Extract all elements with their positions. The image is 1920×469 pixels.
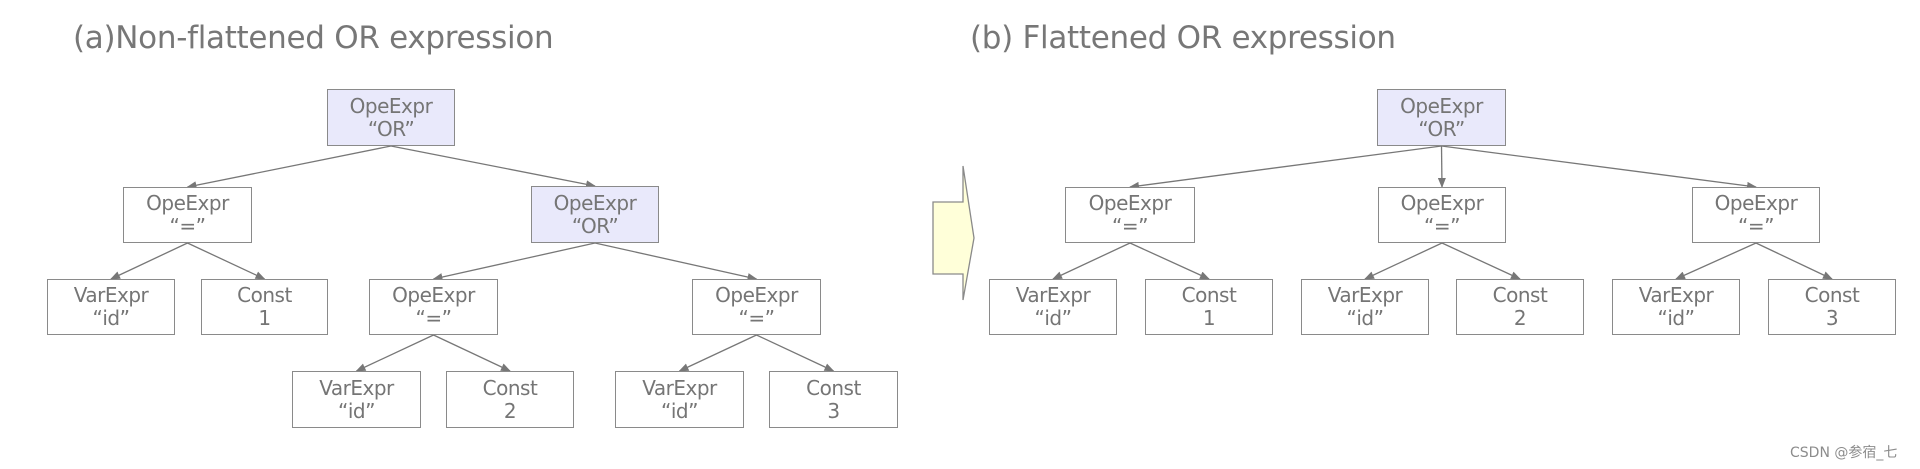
node-type: Const bbox=[1804, 283, 1860, 307]
node-type: OpeExpr bbox=[1714, 191, 1798, 215]
tree-node-var: VarExpr “id” bbox=[989, 279, 1117, 335]
node-value: “=” bbox=[415, 306, 452, 330]
tree-edge bbox=[1052, 242, 1131, 280]
tree-node-equals: OpeExpr “=” bbox=[123, 187, 252, 243]
tree-edge bbox=[756, 334, 835, 372]
node-type: OpeExpr bbox=[715, 283, 798, 307]
tree-node-var: VarExpr “id” bbox=[615, 371, 744, 428]
node-value: “OR” bbox=[571, 213, 619, 238]
tree-edge bbox=[433, 334, 511, 372]
node-value: “id” bbox=[92, 306, 130, 330]
node-type: VarExpr bbox=[1327, 283, 1403, 307]
node-type: Const bbox=[1492, 283, 1548, 307]
tree-edge bbox=[1364, 242, 1443, 280]
node-value: “id” bbox=[661, 398, 698, 423]
tree-edge bbox=[1441, 145, 1757, 190]
panel-a-title: (a)Non-flattened OR expression bbox=[73, 20, 554, 56]
tree-node-const: Const 1 bbox=[1145, 279, 1273, 335]
tree-edge bbox=[1755, 242, 1833, 280]
tree-node-or-nested: OpeExpr “OR” bbox=[531, 186, 659, 243]
node-value: 2 bbox=[503, 398, 517, 423]
node-value: “=” bbox=[1112, 214, 1148, 238]
tree-edge bbox=[678, 334, 757, 372]
node-type: Const bbox=[806, 375, 861, 400]
tree-edge bbox=[1441, 242, 1521, 280]
tree-node-const: Const 2 bbox=[1456, 279, 1584, 335]
node-value: “OR” bbox=[1418, 116, 1465, 141]
tree-node-const: Const 3 bbox=[1768, 279, 1896, 335]
node-type: OpeExpr bbox=[1400, 191, 1484, 215]
node-type: OpeExpr bbox=[553, 190, 637, 215]
node-value: 1 bbox=[258, 306, 271, 330]
tree-node-const: Const 1 bbox=[201, 279, 328, 335]
watermark: CSDN @参宿_七 bbox=[1790, 445, 1898, 461]
node-type: Const bbox=[237, 283, 292, 307]
node-value: 2 bbox=[1513, 306, 1527, 330]
tree-edge bbox=[187, 242, 266, 280]
tree-edge bbox=[432, 242, 596, 281]
panel-b-title: (b) Flattened OR expression bbox=[970, 20, 1396, 56]
tree-node-or-root: OpeExpr “OR” bbox=[327, 89, 455, 146]
node-type: Const bbox=[1181, 283, 1237, 307]
tree-edge bbox=[1675, 242, 1757, 280]
tree-node-var: VarExpr “id” bbox=[1612, 279, 1740, 335]
node-type: OpeExpr bbox=[1088, 191, 1172, 215]
node-type: VarExpr bbox=[1015, 283, 1091, 307]
tree-edge bbox=[355, 334, 434, 372]
node-type: OpeExpr bbox=[349, 93, 433, 118]
node-type: Const bbox=[482, 375, 538, 400]
tree-edge bbox=[1129, 145, 1442, 190]
node-type: VarExpr bbox=[1638, 283, 1714, 307]
tree-node-var: VarExpr “id” bbox=[47, 279, 175, 335]
node-value: “=” bbox=[169, 214, 206, 238]
node-value: “=” bbox=[738, 306, 775, 330]
node-value: “OR” bbox=[367, 116, 415, 141]
node-value: “id” bbox=[338, 398, 375, 423]
tree-node-const: Const 2 bbox=[446, 371, 574, 428]
tree-node-var: VarExpr “id” bbox=[292, 371, 421, 428]
tree-node-const: Const 3 bbox=[769, 371, 898, 428]
tree-node-equals: OpeExpr “=” bbox=[1065, 187, 1195, 243]
tree-node-var: VarExpr “id” bbox=[1301, 279, 1429, 335]
tree-edge bbox=[1129, 242, 1210, 280]
node-value: 3 bbox=[1825, 306, 1839, 330]
tree-edge bbox=[110, 242, 188, 280]
node-type: OpeExpr bbox=[1400, 93, 1483, 118]
tree-node-equals: OpeExpr “=” bbox=[1378, 187, 1506, 243]
tree-edge bbox=[1437, 145, 1446, 188]
tree-edge bbox=[390, 145, 596, 189]
node-value: “id” bbox=[1034, 306, 1072, 330]
node-type: VarExpr bbox=[319, 375, 394, 400]
node-value: 3 bbox=[827, 398, 840, 423]
node-value: 1 bbox=[1202, 306, 1216, 330]
tree-edge bbox=[186, 145, 392, 190]
node-value: “id” bbox=[1657, 306, 1695, 330]
tree-edge bbox=[594, 242, 758, 281]
tree-node-equals: OpeExpr “=” bbox=[369, 279, 498, 335]
node-value: “=” bbox=[1738, 214, 1774, 238]
node-type: VarExpr bbox=[642, 375, 717, 400]
right-block-arrow-icon bbox=[932, 165, 975, 301]
node-type: OpeExpr bbox=[392, 283, 475, 307]
tree-node-or-root: OpeExpr “OR” bbox=[1377, 89, 1506, 146]
node-value: “=” bbox=[1424, 214, 1460, 238]
tree-node-equals: OpeExpr “=” bbox=[692, 279, 821, 335]
node-value: “id” bbox=[1346, 306, 1384, 330]
node-type: VarExpr bbox=[73, 283, 149, 307]
tree-node-equals: OpeExpr “=” bbox=[1692, 187, 1820, 243]
node-type: OpeExpr bbox=[146, 191, 229, 215]
